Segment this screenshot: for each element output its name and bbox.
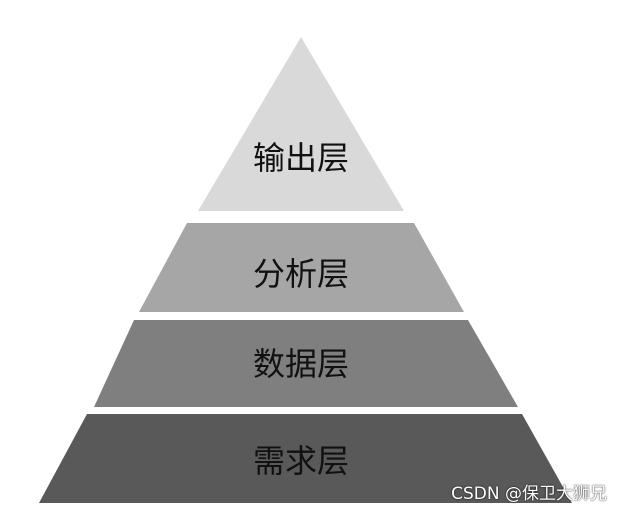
layer-output: [198, 37, 404, 211]
layer-analysis: [139, 223, 464, 312]
layer-analysis-label: 分析层: [253, 255, 349, 293]
layer-data-label: 数据层: [253, 345, 349, 383]
watermark: CSDN @保卫大狮兄: [451, 484, 607, 504]
layer-requirement: [39, 414, 572, 503]
layer-requirement-label: 需求层: [253, 442, 349, 480]
layer-data: [94, 320, 518, 407]
layer-output-label: 输出层: [253, 139, 349, 177]
